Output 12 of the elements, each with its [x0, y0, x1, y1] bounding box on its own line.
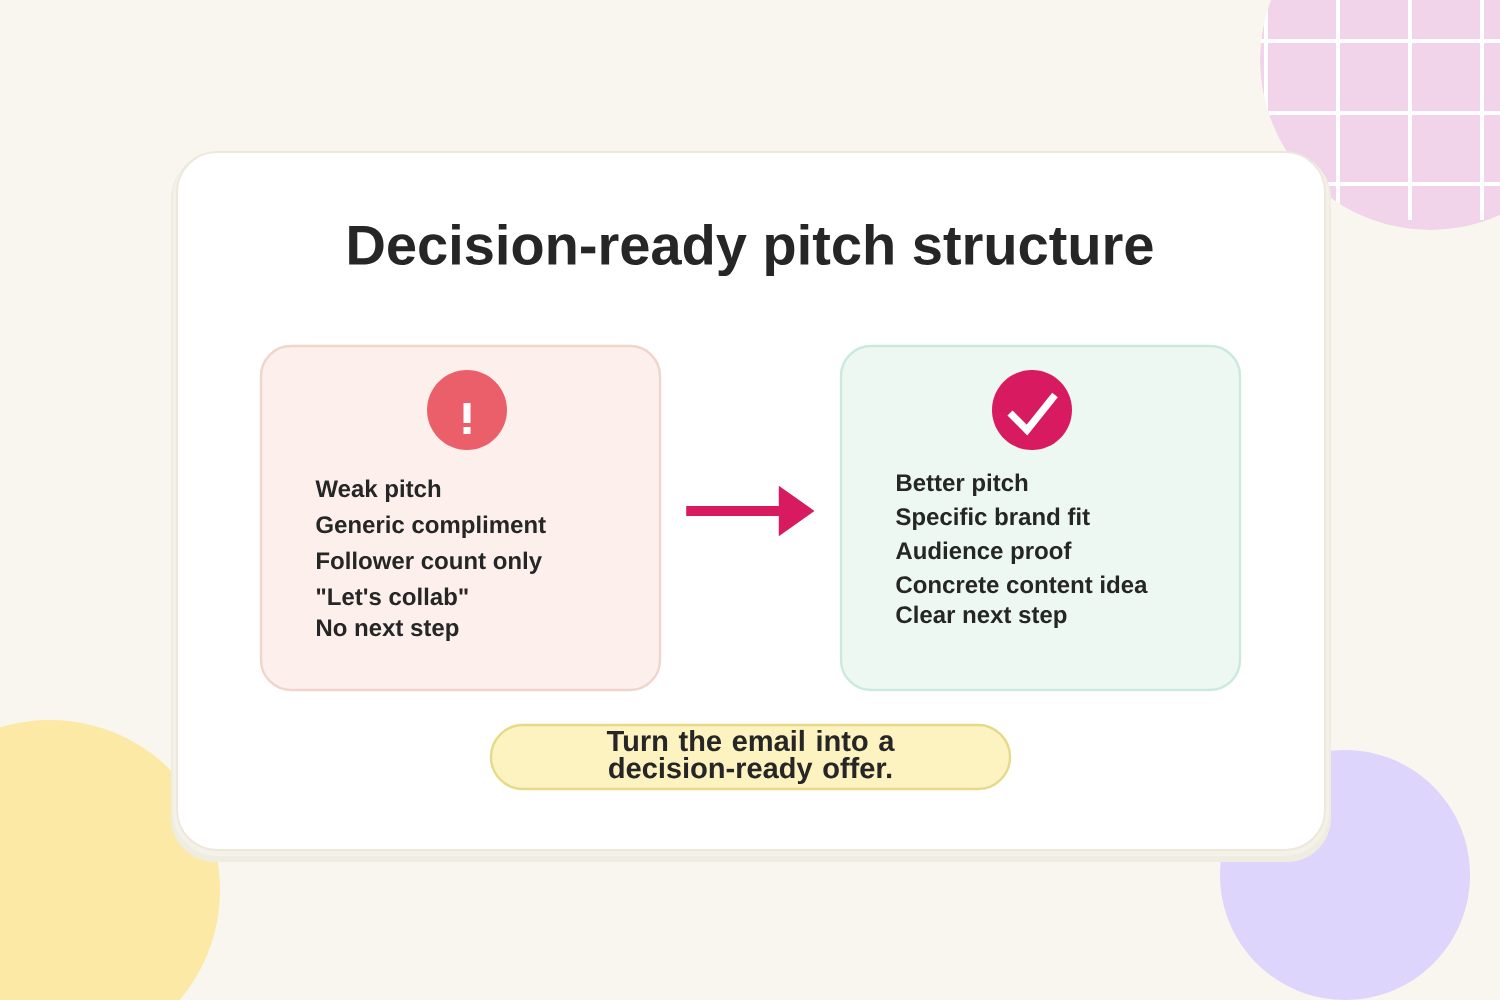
list-item: Specific brand fit	[896, 507, 1090, 530]
list-item: No next step	[317, 619, 459, 641]
callout-pill: Turn the email into a decision-ready offer.	[489, 723, 1012, 791]
box-heading: Better pitch	[897, 473, 1028, 496]
list-item: Audience proof	[896, 541, 1072, 564]
list-item: Generic compliment	[316, 515, 546, 538]
list-item: Concrete content idea	[896, 575, 1148, 594]
title: Decision-ready pitch structure	[349, 223, 1153, 277]
list-item: Clear next step	[896, 605, 1067, 628]
box-heading: Weak pitch	[315, 479, 441, 502]
list-item: Follower count only	[317, 551, 542, 574]
list-item: "Let's collab"	[317, 587, 468, 606]
